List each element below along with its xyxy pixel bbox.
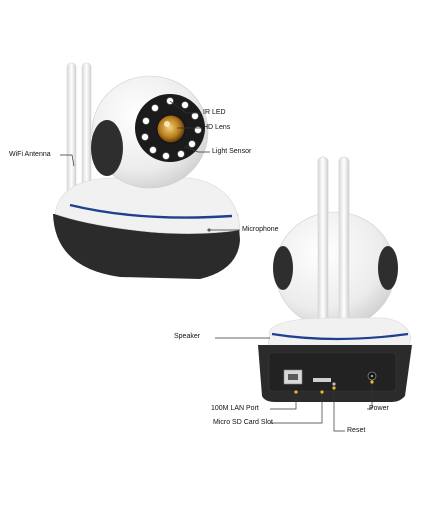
reset-button [332, 382, 336, 386]
label-speaker: Speaker [174, 333, 201, 340]
ir-led-ring [141, 97, 202, 160]
leader-lines [60, 100, 373, 432]
side-hinge [91, 120, 123, 176]
label-wifi-antenna: WiFi Antenna [9, 151, 51, 158]
sd-slot [313, 378, 331, 382]
label-lan-port: 100M LAN Port [211, 405, 259, 412]
rear-camera [258, 156, 412, 402]
label-hd-lens: HD Lens [203, 124, 231, 131]
hd-lens [156, 114, 186, 144]
rear-body [267, 317, 412, 349]
label-power: Power [369, 405, 389, 412]
label-ir-led: IR LED [203, 109, 226, 116]
port-markers [294, 380, 374, 394]
label-microphone: Microphone [242, 226, 279, 233]
accent-ring [69, 203, 233, 219]
front-camera [53, 62, 241, 279]
label-sd-slot: Micro SD Card Slot [213, 419, 273, 426]
label-light-sensor: Light Sensor [212, 148, 252, 155]
label-reset: Reset [347, 427, 366, 434]
rear-head [274, 211, 396, 329]
